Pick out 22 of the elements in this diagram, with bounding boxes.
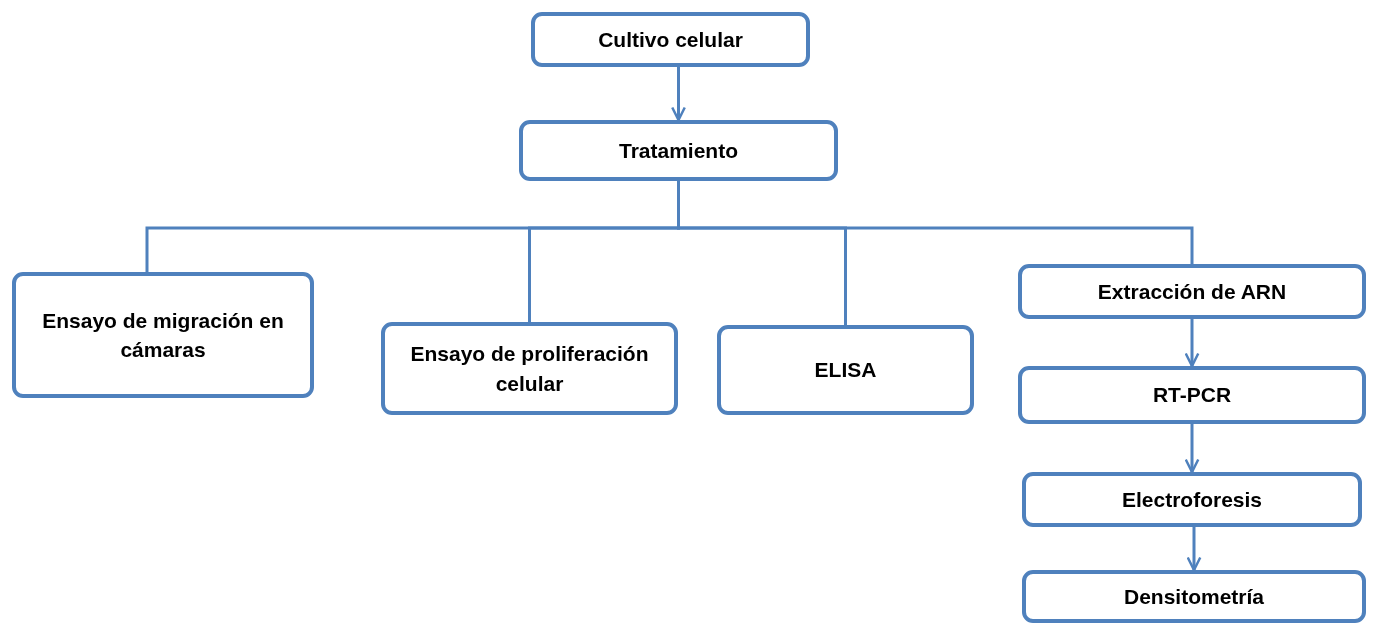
process-box <box>1018 264 1366 319</box>
box-label: Extracción de ARN <box>1097 278 1287 305</box>
box-label: Ensayo de proliferación celular <box>409 341 650 397</box>
arrow <box>1184 424 1200 474</box>
process-box <box>1022 472 1362 527</box>
arrow <box>1186 527 1202 572</box>
process-box <box>519 120 838 181</box>
process-box <box>12 272 314 398</box>
box-label: Ensayo de migración en cámaras <box>41 307 285 363</box>
box-label: Densitometría <box>1123 583 1264 610</box>
box-label: Electroforesis <box>1121 486 1263 513</box>
box-label: Cultivo celular <box>598 26 743 53</box>
box-label: RT-PCR <box>1152 382 1232 409</box>
box-label: ELISA <box>814 357 877 384</box>
process-box <box>531 12 810 67</box>
process-box <box>1018 366 1366 424</box>
arrow <box>1184 319 1200 368</box>
arrow <box>671 67 686 122</box>
process-box <box>381 322 678 415</box>
box-label: Tratamiento <box>619 137 738 164</box>
process-box <box>1022 570 1366 623</box>
process-box <box>717 325 974 415</box>
